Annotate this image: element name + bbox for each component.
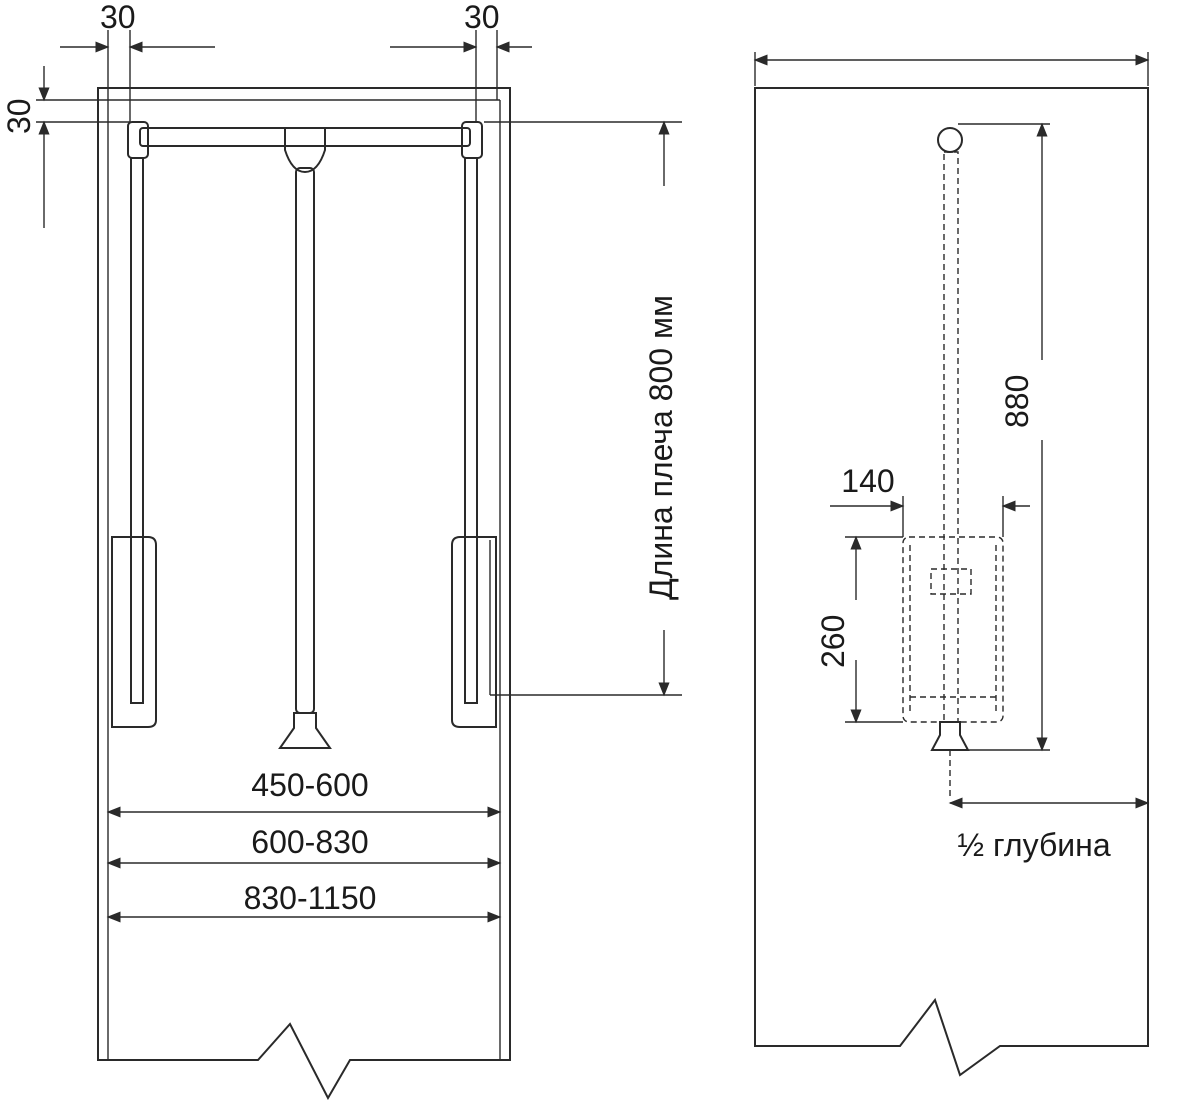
side-basket	[902, 536, 1004, 723]
width-range-3: 830-1150	[244, 880, 377, 916]
left-side-plate	[111, 536, 157, 728]
dim-top-30: 30	[1, 66, 130, 228]
lift-left-arm	[130, 157, 144, 704]
dim-880-label: 880	[999, 375, 1035, 428]
half-depth-label: ½ глубина	[957, 827, 1110, 863]
dim-left-30: 30	[60, 0, 215, 122]
lift-top-rail	[139, 127, 471, 147]
dim-140: 140	[830, 463, 1030, 537]
lift-handle	[278, 712, 332, 749]
side-cabinet-outline	[754, 87, 1149, 1077]
dim-140-label: 140	[841, 463, 894, 499]
front-cabinet-outline	[97, 87, 511, 1100]
dim-shoulder-length: Длина плеча 800 мм	[484, 120, 682, 697]
lift-mechanism	[111, 121, 497, 749]
dim-top-30-label: 30	[1, 98, 37, 134]
dim-half-depth: ½ глубина	[948, 797, 1150, 863]
right-side-plate	[451, 536, 497, 728]
width-range-dims: 450-600 600-830 830-1150	[106, 767, 502, 923]
side-lift-pole	[930, 127, 970, 800]
dim-right-30-label: 30	[464, 0, 500, 35]
front-view: 30 30 30 Длина плеча 800 мм	[1, 0, 682, 1100]
width-range-2: 600-830	[251, 824, 368, 860]
shoulder-length-label: Длина плеча 800 мм	[643, 295, 679, 600]
dim-880: 880	[958, 122, 1050, 752]
lift-center-hub	[284, 127, 326, 174]
dim-260-label: 260	[815, 615, 851, 668]
dim-side-width	[753, 52, 1150, 86]
dim-260: 260	[815, 535, 903, 724]
dim-left-30-label: 30	[100, 0, 136, 35]
lift-center-pole	[295, 167, 315, 714]
width-range-1: 450-600	[251, 767, 368, 803]
lift-right-arm	[464, 157, 478, 704]
dim-right-30: 30	[390, 0, 532, 122]
side-view: 880 140 260 ½ глубина	[753, 52, 1150, 1077]
